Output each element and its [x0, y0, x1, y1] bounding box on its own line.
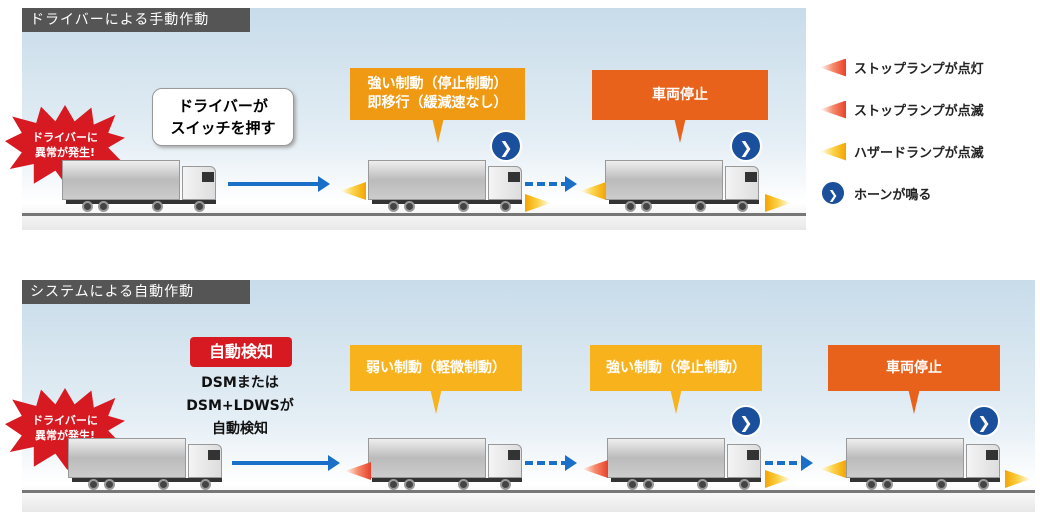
horn-icon: ❯: [490, 130, 522, 162]
truck: [607, 438, 767, 490]
callout-vehicle-stop: 車両停止: [828, 345, 1000, 414]
truck: [605, 160, 765, 212]
horn-icon: ❯: [968, 405, 1000, 437]
legend-horn: ❯ホーンが鳴る: [820, 180, 931, 206]
panel-title: システムによる自動作動: [22, 280, 250, 304]
truck: [368, 438, 528, 490]
callout-light-brake: 弱い制動（軽微制動）: [350, 345, 522, 414]
truck: [68, 438, 228, 490]
horn-icon: ❯: [730, 130, 762, 162]
legend-stop-lamp-on: ストップランプが点灯: [820, 58, 984, 77]
flow-arrow-dashed: [525, 455, 577, 471]
callout-strong-brake: 強い制動（停止制動）即移行（緩減速なし）: [350, 68, 525, 143]
stop-lamp-on-icon: [820, 58, 846, 77]
legend-hazard-blink: ハザードランプが点滅: [820, 142, 984, 161]
truck: [368, 160, 528, 212]
callout-strong-brake: 強い制動（停止制動）: [590, 345, 762, 414]
speech-bubble: ドライバーがスイッチを押す: [152, 88, 294, 146]
flow-arrow-dashed: [765, 455, 813, 471]
flow-arrow-dashed: [525, 176, 577, 192]
alert-text: ドライバーに異常が発生!: [32, 131, 98, 159]
horn-icon: ❯: [730, 405, 762, 437]
hazard-lamp-blink-icon: [820, 142, 846, 161]
flow-arrow: [232, 455, 340, 471]
flow-arrow: [228, 176, 330, 192]
road: [22, 213, 806, 216]
stop-lamp-blink-icon: [820, 100, 846, 119]
legend-stop-lamp-blink: ストップランプが点滅: [820, 100, 984, 119]
auto-detect-badge: 自動検知: [190, 337, 292, 367]
truck: [62, 160, 222, 212]
callout-vehicle-stop: 車両停止: [592, 70, 768, 143]
horn-icon: ❯: [820, 180, 846, 206]
panel-title: ドライバーによる手動作動: [22, 8, 250, 32]
road: [22, 490, 1035, 493]
truck: [846, 438, 1006, 490]
